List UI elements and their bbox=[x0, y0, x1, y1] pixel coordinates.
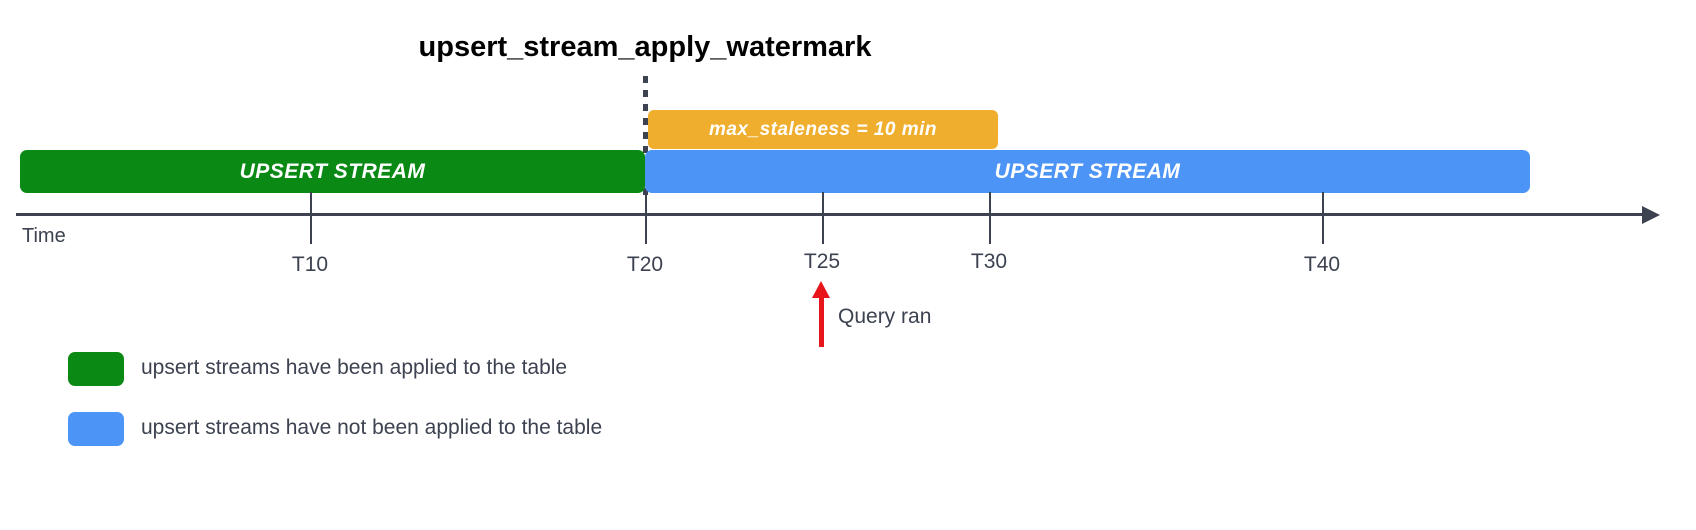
watermark-dotted-line bbox=[643, 76, 648, 200]
query-ran-arrow-icon bbox=[812, 281, 830, 298]
legend-swatch-green bbox=[68, 352, 124, 386]
upsert-stream-bar-not-applied: UPSERT STREAM bbox=[645, 150, 1530, 193]
time-axis-label: Time bbox=[22, 225, 66, 247]
tick-mark-t40 bbox=[1322, 192, 1324, 244]
tick-mark-t25 bbox=[822, 192, 824, 244]
query-ran-label: Query ran bbox=[838, 305, 932, 328]
tick-mark-t20 bbox=[645, 192, 647, 244]
max-staleness-bar: max_staleness = 10 min bbox=[648, 110, 998, 149]
time-axis-line bbox=[16, 213, 1648, 216]
legend-label-not-applied: upsert streams have not been applied to … bbox=[141, 416, 603, 439]
tick-mark-t10 bbox=[310, 192, 312, 244]
tick-label-t25: T25 bbox=[803, 250, 841, 273]
upsert-stream-bar-not-applied-label: UPSERT STREAM bbox=[994, 159, 1181, 183]
legend-swatch-blue bbox=[68, 412, 124, 446]
max-staleness-label: max_staleness = 10 min bbox=[708, 118, 938, 140]
query-ran-arrow-shaft bbox=[819, 295, 824, 347]
page-title: upsert_stream_apply_watermark bbox=[418, 31, 872, 63]
tick-label-t30: T30 bbox=[970, 250, 1008, 273]
legend-label-applied: upsert streams have been applied to the … bbox=[141, 356, 568, 379]
upsert-stream-bar-applied-label: UPSERT STREAM bbox=[239, 159, 426, 183]
tick-label-t40: T40 bbox=[1303, 253, 1341, 276]
time-axis-arrow-icon bbox=[1642, 206, 1660, 224]
tick-label-t20: T20 bbox=[626, 253, 664, 276]
upsert-stream-bar-applied: UPSERT STREAM bbox=[20, 150, 645, 193]
tick-label-t10: T10 bbox=[291, 253, 329, 276]
tick-mark-t30 bbox=[989, 192, 991, 244]
